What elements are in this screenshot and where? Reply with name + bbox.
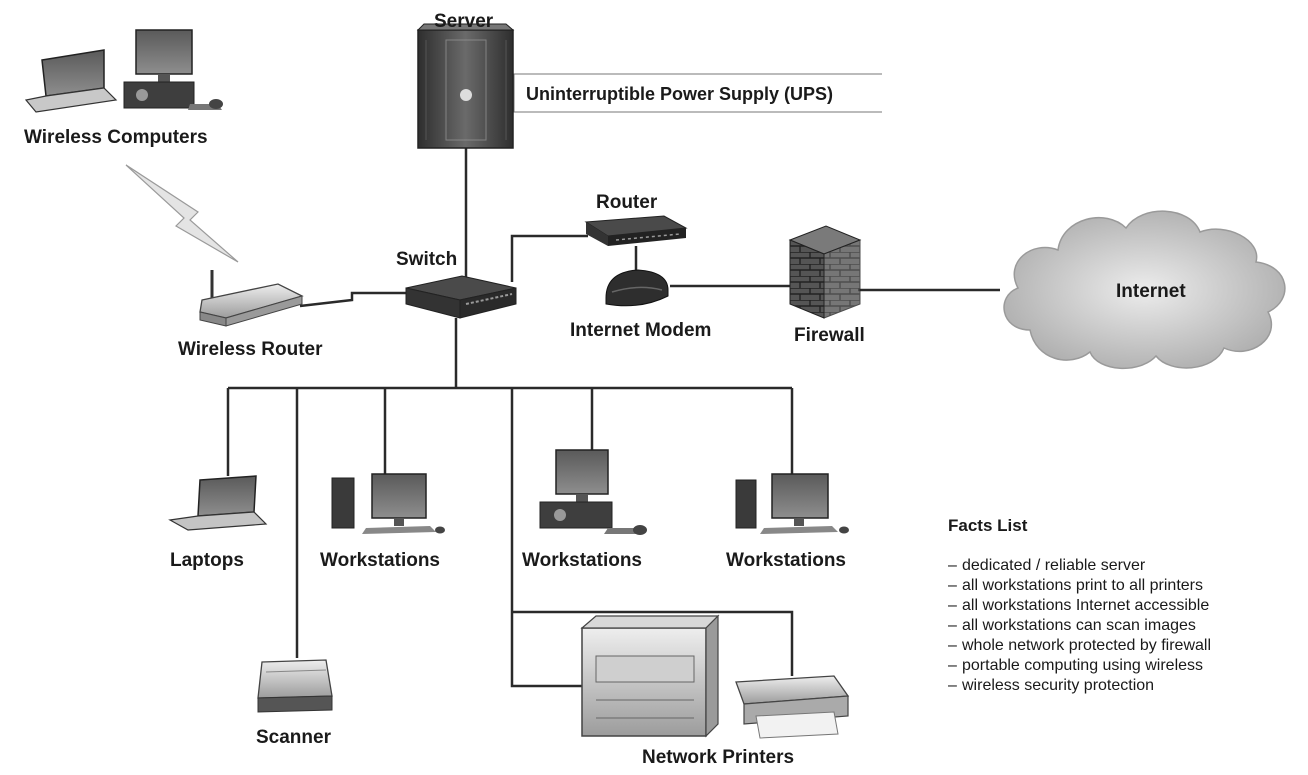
fact-item: –dedicated / reliable server xyxy=(948,557,1146,574)
line-wireless-router-switch xyxy=(299,291,410,308)
fact-item: –portable computing using wireless xyxy=(948,657,1204,674)
label-firewall: Firewall xyxy=(794,325,865,346)
label-wireless-router: Wireless Router xyxy=(178,339,323,360)
wireless-router-icon xyxy=(199,270,304,327)
wireless-signal-icon xyxy=(125,164,239,263)
server-icon xyxy=(416,23,515,149)
fact-text: dedicated / reliable server xyxy=(962,557,1146,574)
fact-item: –wireless security protection xyxy=(948,677,1155,694)
scanner-icon xyxy=(257,659,333,713)
switch-icon xyxy=(405,275,517,319)
inkjet-printer-icon xyxy=(735,675,850,739)
line-drop-printers xyxy=(510,388,582,688)
fact-item: –all workstations print to all printers xyxy=(948,577,1203,594)
workstation-1-icon xyxy=(331,473,445,534)
label-laptops: Laptops xyxy=(170,550,244,571)
label-network-printers: Network Printers xyxy=(642,747,795,768)
fact-item: –all workstations can scan images xyxy=(948,617,1196,634)
label-workstations-1: Workstations xyxy=(320,550,441,571)
line-ups-bracket xyxy=(513,73,882,113)
fact-item: –whole network protected by firewall xyxy=(948,637,1212,654)
line-printer-2 xyxy=(512,610,794,676)
laser-printer-icon xyxy=(580,614,720,738)
fact-text: all workstations can scan images xyxy=(962,617,1196,634)
workstation-2-icon xyxy=(539,449,647,535)
wireless-computers-icon xyxy=(24,29,223,113)
label-scanner: Scanner xyxy=(256,727,331,748)
fact-text: wireless security protection xyxy=(962,677,1155,694)
label-internet-modem: Internet Modem xyxy=(570,320,712,341)
label-internet: Internet xyxy=(1116,281,1186,302)
fact-text: whole network protected by firewall xyxy=(962,637,1212,654)
label-workstations-2: Workstations xyxy=(522,550,643,571)
laptop-icon xyxy=(168,475,268,531)
line-switch-router xyxy=(510,234,588,282)
label-workstations-3: Workstations xyxy=(726,550,847,571)
workstation-3-icon xyxy=(735,473,849,534)
label-switch: Switch xyxy=(396,249,458,270)
internet-cloud-icon xyxy=(1003,210,1286,369)
firewall-icon xyxy=(788,225,862,319)
fact-item: –all workstations Internet accessible xyxy=(948,597,1210,614)
connection-lines xyxy=(226,73,1000,688)
facts-list: Facts List –dedicated / reliable server … xyxy=(948,516,1211,696)
label-router: Router xyxy=(596,192,658,213)
internet-modem-icon xyxy=(605,269,669,307)
fact-text: all workstations print to all printers xyxy=(962,577,1203,594)
label-wireless-computers: Wireless Computers xyxy=(24,127,208,148)
label-ups: Uninterruptible Power Supply (UPS) xyxy=(526,84,834,104)
router-icon xyxy=(584,215,688,246)
facts-items: –dedicated / reliable server –all workst… xyxy=(948,556,1211,696)
label-server: Server xyxy=(434,11,494,32)
fact-text: all workstations Internet accessible xyxy=(962,597,1210,614)
fact-text: portable computing using wireless xyxy=(962,657,1204,674)
facts-title: Facts List xyxy=(948,516,1028,535)
